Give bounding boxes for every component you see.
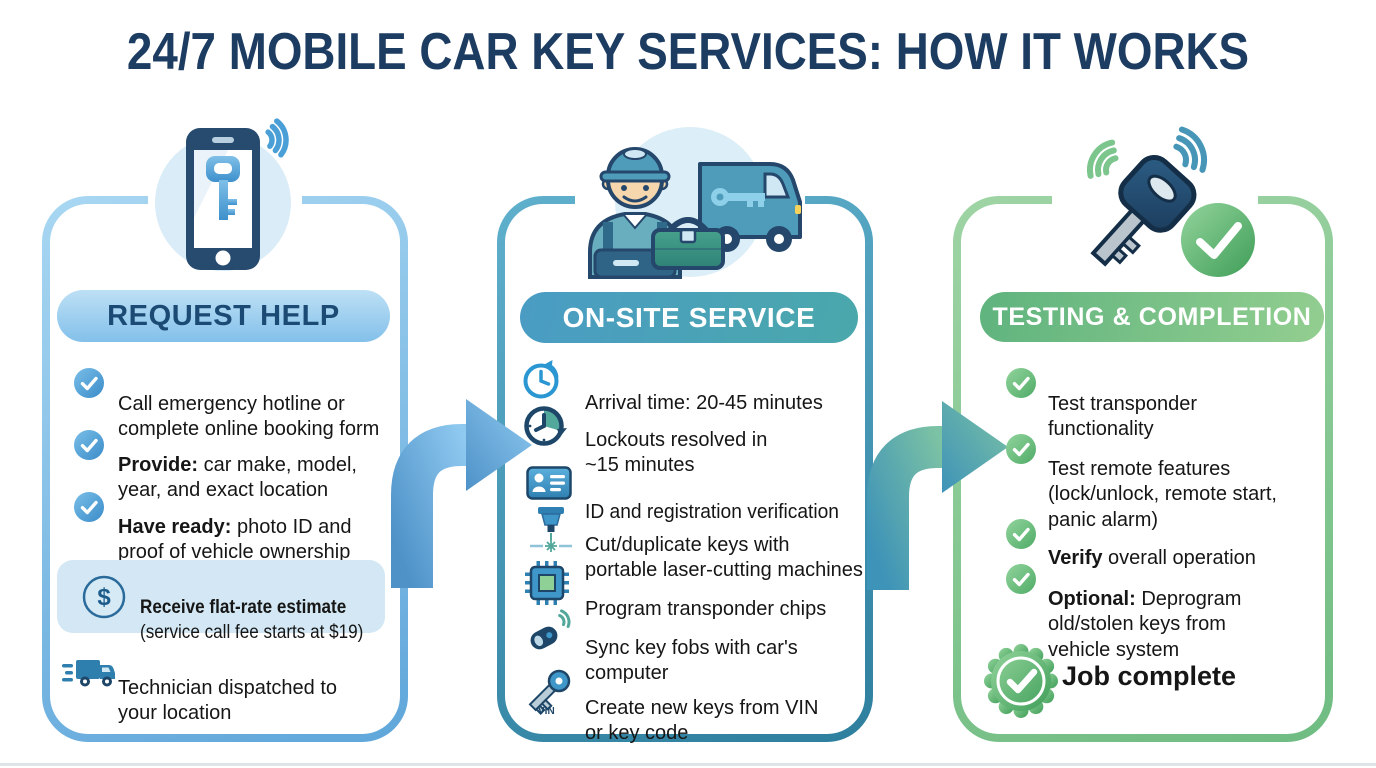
phone-key-icon — [155, 118, 291, 271]
header-onsite-service-label: ON-SITE SERVICE — [562, 301, 816, 333]
page-title: 24/7 MOBILE CAR KEY SERVICES: HOW IT WOR… — [126, 23, 1250, 81]
vin-key-icon: VIN — [528, 669, 571, 716]
header-request-help: REQUEST HELP — [57, 290, 390, 342]
flow-arrow-2 — [867, 401, 1008, 590]
clock-arrival-icon — [523, 360, 559, 399]
list-item-text: Provide: car make, model, year, and exac… — [118, 453, 357, 502]
list-item-text: Technician dispatched to your location — [118, 676, 338, 725]
list-item-text: Test transponder functionality — [1048, 392, 1197, 441]
dollar-icon: $ — [82, 575, 126, 619]
check-icon — [74, 492, 104, 522]
header-request-help-label: REQUEST HELP — [107, 299, 340, 332]
list-item-text: Program transponder chips — [585, 597, 827, 620]
check-icon — [1006, 368, 1036, 398]
svg-text:$: $ — [97, 584, 111, 611]
list-item-text: Verify overall operation — [1048, 546, 1256, 569]
list-item-text: ID and registration verification — [585, 500, 839, 523]
flow-arrow-1 — [391, 399, 532, 588]
job-complete-badge-icon — [984, 644, 1058, 718]
check-icon — [1006, 434, 1036, 464]
truck-icon — [62, 660, 115, 687]
bottom-divider — [0, 763, 1376, 766]
header-onsite-service: ON-SITE SERVICE — [520, 292, 858, 343]
technician-van-icon — [588, 127, 802, 279]
id-card-icon — [526, 466, 572, 500]
laser-cutter-icon — [530, 507, 572, 552]
chip-icon — [525, 561, 569, 605]
key-check-icon — [1087, 126, 1255, 277]
list-item-text: Have ready: photo ID and proof of vehicl… — [118, 515, 352, 564]
svg-text:VIN: VIN — [538, 706, 555, 716]
list-item-text: Test remote features (lock/unlock, remot… — [1048, 457, 1277, 531]
check-icon — [74, 430, 104, 460]
list-item-text: Call emergency hotline or complete onlin… — [118, 392, 380, 441]
job-complete-label: Job complete — [1062, 661, 1237, 691]
list-item-text: Lockouts resolved in ~15 minutes — [585, 428, 768, 477]
header-testing-completion-label: TESTING & COMPLETION — [992, 302, 1312, 331]
check-icon — [1006, 519, 1036, 549]
check-icon — [1006, 564, 1036, 594]
list-item-text: Arrival time: 20-45 minutes — [585, 391, 823, 414]
list-item-text: Optional: Deprogram old/stolen keys from… — [1048, 587, 1242, 661]
clock-lockout-icon — [524, 406, 567, 446]
key-fob-icon — [530, 609, 571, 650]
list-item-text: Receive flat-rate estimate (service call… — [140, 597, 364, 643]
header-testing-completion: TESTING & COMPLETION — [980, 292, 1324, 342]
list-item-text: Create new keys from VIN or key code — [585, 696, 819, 745]
list-item-text: Cut/duplicate keys with portable laser-c… — [585, 533, 863, 582]
list-item-text: Sync key fobs with car's computer — [585, 636, 798, 685]
check-icon — [74, 368, 104, 398]
